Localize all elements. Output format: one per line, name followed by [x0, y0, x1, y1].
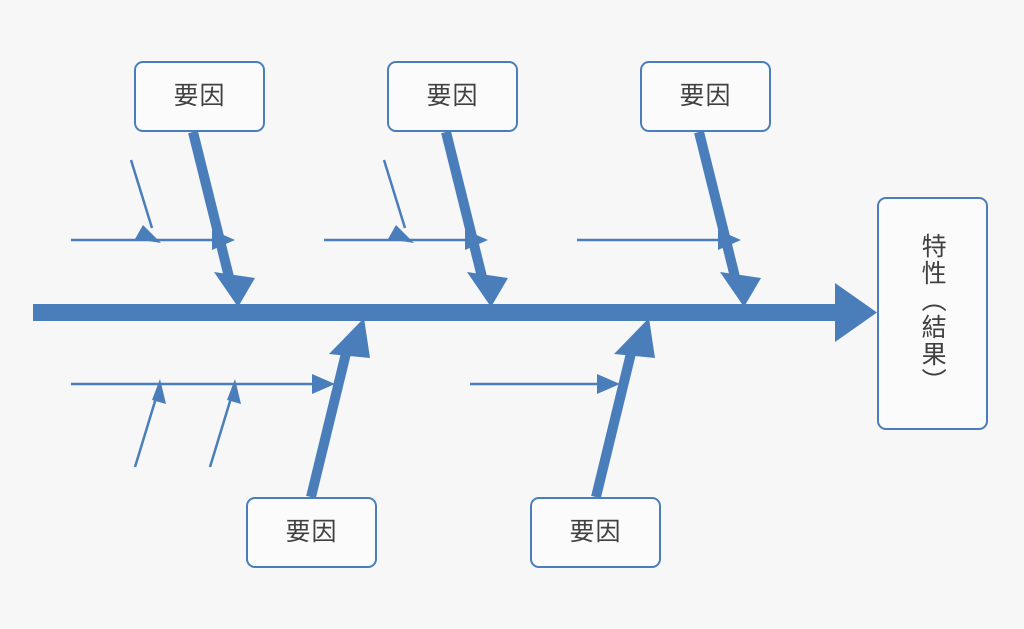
cause-box-top-2[interactable]: 要因 [387, 61, 518, 132]
cause-branch-top-2 [441, 130, 508, 307]
cause-box-bottom-1[interactable]: 要因 [246, 497, 377, 568]
cause-label-top-3: 要因 [679, 81, 732, 111]
cause-box-bottom-2[interactable]: 要因 [530, 497, 661, 568]
sub-cause-arrows-top-2 [324, 159, 488, 250]
cause-label-bottom-2: 要因 [569, 517, 622, 547]
cause-branch-top-3 [694, 130, 761, 307]
main-spine-arrow [33, 283, 877, 342]
effect-box[interactable]: 特性（結果） [877, 197, 988, 430]
effect-label: 特性（結果） [918, 232, 948, 395]
sub-cause-arrows-bottom-1 [71, 374, 335, 468]
cause-branch-bottom-2 [591, 318, 655, 499]
cause-branch-bottom-1 [306, 318, 370, 499]
cause-branch-top-1 [188, 130, 255, 307]
cause-label-bottom-1: 要因 [285, 517, 338, 547]
cause-box-top-3[interactable]: 要因 [640, 61, 771, 132]
cause-label-top-2: 要因 [426, 81, 479, 111]
cause-box-top-1[interactable]: 要因 [134, 61, 265, 132]
sub-cause-arrows-bottom-2 [470, 374, 620, 394]
cause-label-top-1: 要因 [173, 81, 226, 111]
sub-cause-arrows-top-3 [577, 230, 741, 250]
sub-cause-arrows-top-1 [71, 159, 235, 250]
